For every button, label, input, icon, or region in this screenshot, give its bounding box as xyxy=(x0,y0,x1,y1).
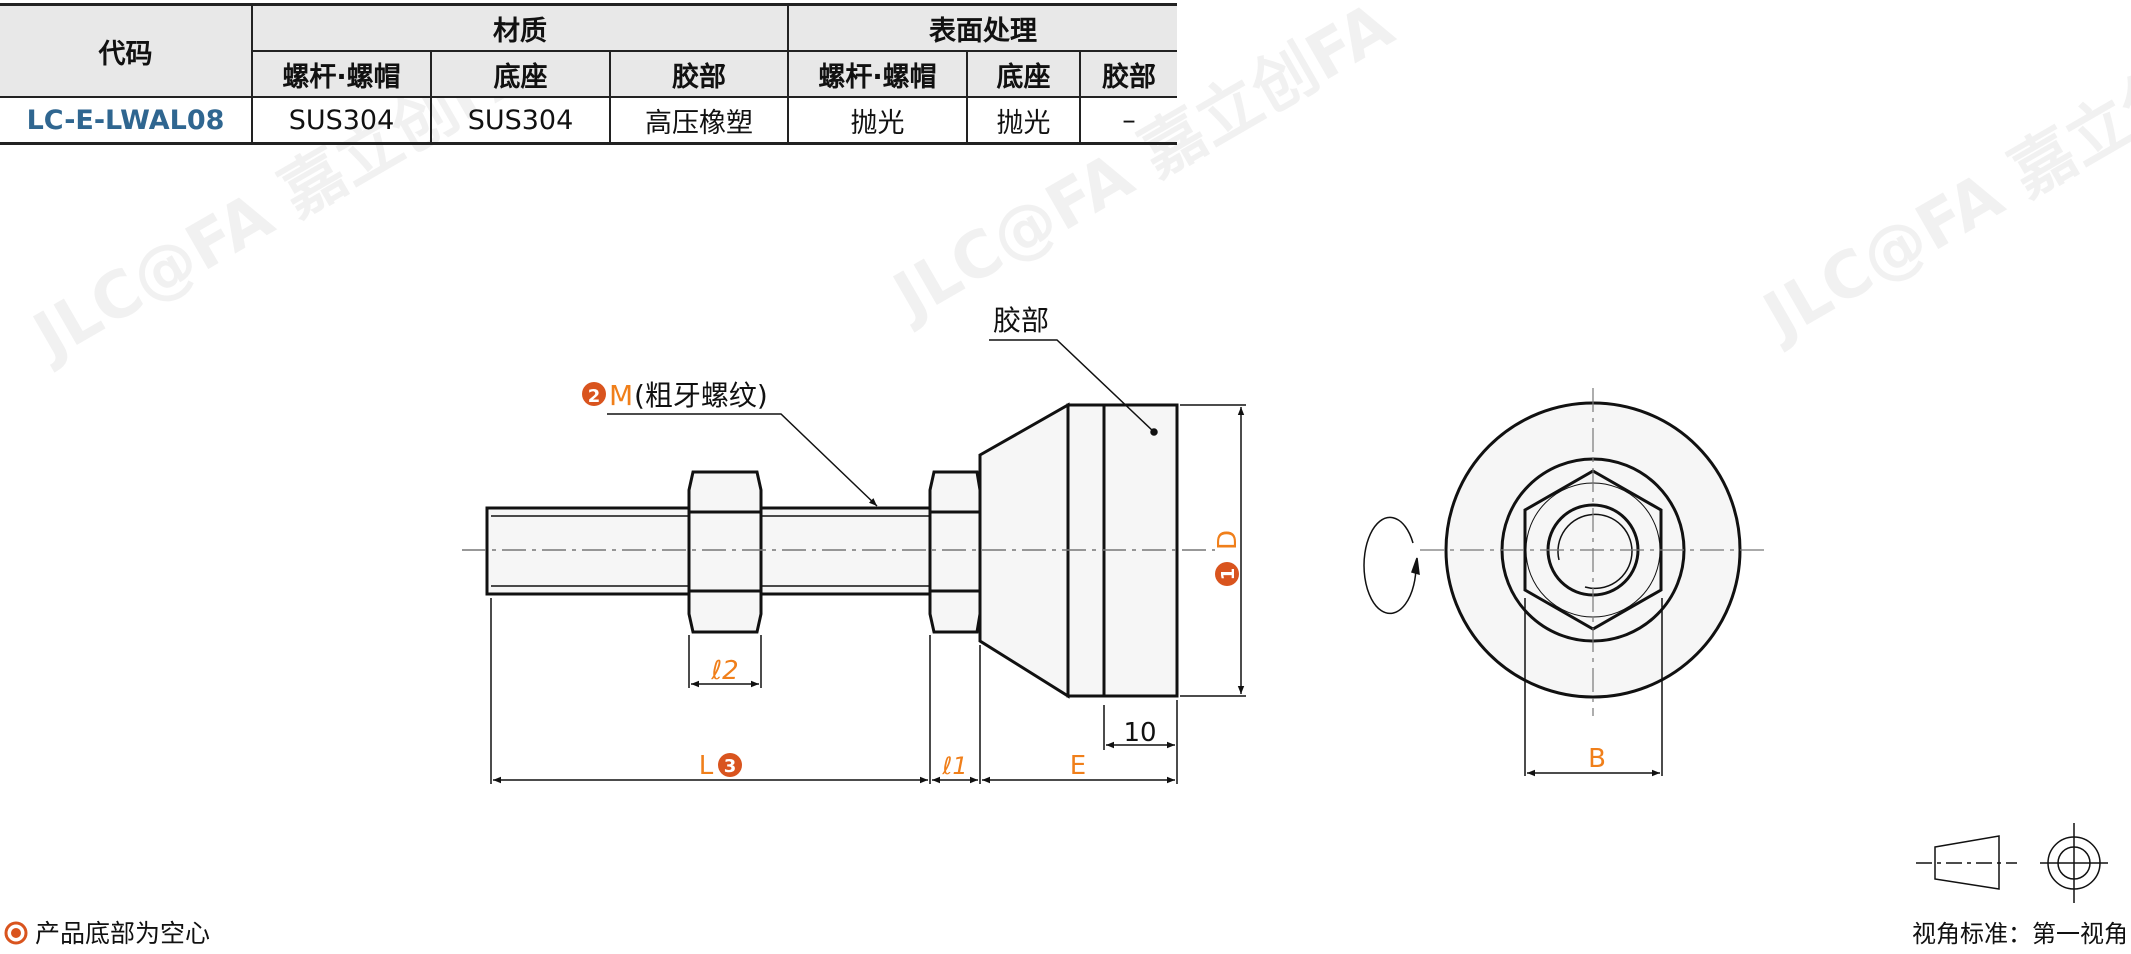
first-angle-projection-icon xyxy=(1916,823,2108,903)
footer-note: 产品底部为空心 xyxy=(35,919,210,948)
base-nut xyxy=(928,470,982,634)
table-row: LC-E-LWAL08 SUS304 SUS304 高压橡塑 抛光 抛光 – xyxy=(0,96,1177,145)
thread-label-m: M xyxy=(609,379,633,412)
lock-nut xyxy=(687,470,763,634)
header-material: 材质 xyxy=(251,3,789,52)
dimension-lines xyxy=(490,404,1246,784)
spec-table: 代码 材质 表面处理 螺杆·螺帽 底座 胶部 螺杆·螺帽 底座 胶部 LC-E-… xyxy=(0,3,1177,145)
badge-2 xyxy=(582,382,606,406)
rubber-label: 胶部 xyxy=(993,304,1049,337)
header-sub: 螺杆·螺帽 xyxy=(252,50,432,98)
dim-l2-label: ℓ2 xyxy=(710,656,738,686)
view-standard-label: 视角标准：第一视角 xyxy=(1912,920,2128,948)
cell: 抛光 xyxy=(787,96,968,145)
dim-D-label: D xyxy=(1213,530,1243,550)
dim-10-label: 10 xyxy=(1123,718,1156,748)
cell: 抛光 xyxy=(966,96,1081,145)
cell: SUS304 xyxy=(430,96,611,145)
badge-1-text: 1 xyxy=(1218,568,1239,581)
rubber-leader xyxy=(989,339,1158,436)
cell: – xyxy=(1079,96,1177,145)
cell: SUS304 xyxy=(251,96,432,145)
dim-E-label: E xyxy=(1070,751,1086,781)
header-sub: 底座 xyxy=(430,50,611,98)
dim-B-lines xyxy=(1524,598,1663,777)
dim-D: D 1 xyxy=(1213,530,1243,586)
cell: 高压橡塑 xyxy=(609,96,789,145)
thread-leader xyxy=(607,413,878,507)
badge-3-text: 3 xyxy=(724,756,737,777)
dim-L-label: L xyxy=(699,751,714,781)
header-sub: 胶部 xyxy=(609,50,789,98)
rotation-arrow-icon xyxy=(1363,516,1420,615)
badge-2-text: 2 xyxy=(588,386,601,407)
dim-B-label: B xyxy=(1588,744,1606,774)
cell-code: LC-E-LWAL08 xyxy=(0,96,253,145)
dim-l1-label: ℓ1 xyxy=(941,752,967,780)
header-sub: 螺杆·螺帽 xyxy=(787,50,968,98)
hollow-bottom-icon xyxy=(4,921,28,945)
header-code: 代码 xyxy=(0,3,253,98)
thread-label: (粗牙螺纹) xyxy=(634,379,768,412)
badge-3 xyxy=(718,753,742,777)
header-surface: 表面处理 xyxy=(787,3,1177,52)
front-view xyxy=(1420,388,1767,716)
header-sub: 胶部 xyxy=(1079,50,1177,98)
header-sub: 底座 xyxy=(966,50,1081,98)
